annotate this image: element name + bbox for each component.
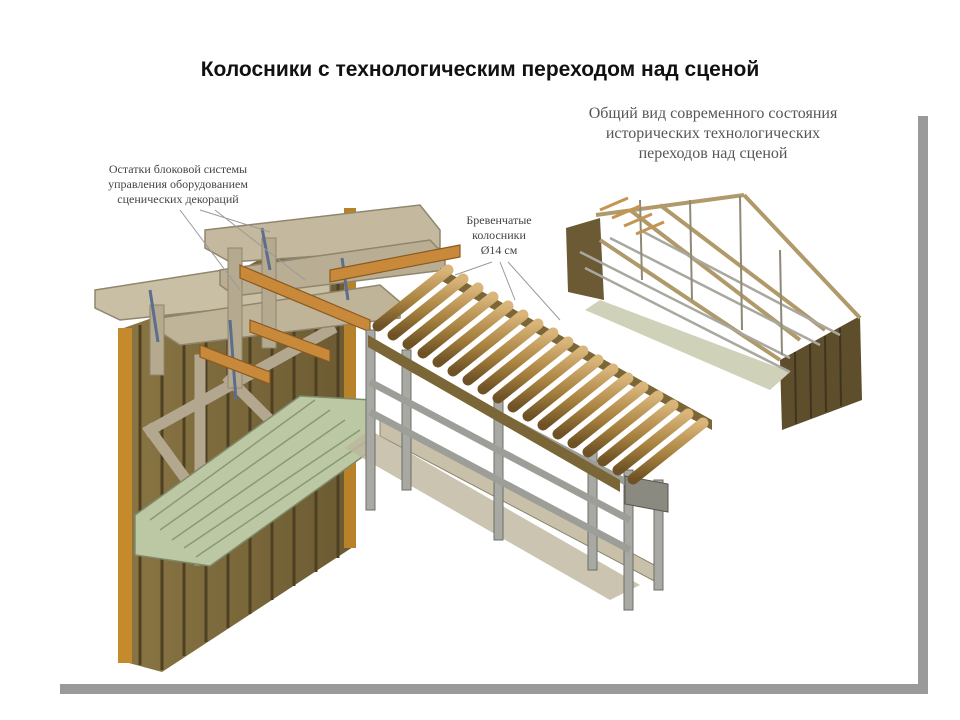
corner-post (118, 328, 132, 663)
modern-state-inset (566, 193, 862, 430)
leader-lines (179, 209, 561, 321)
cross-beams (199, 244, 461, 385)
frame-shadow-right (918, 116, 928, 694)
roof-sheet (134, 395, 373, 567)
slide-title: Колосники с технологическим переходом на… (200, 58, 760, 81)
caption-modern-view: Общий вид современного состояния историч… (588, 105, 838, 162)
walkway-frame (345, 329, 669, 611)
frame-shadow-bottom (60, 684, 928, 694)
log-grid (368, 264, 712, 492)
log-rungs (372, 264, 709, 485)
caption-log-grid: Бревенчатые колосники Ø14 см (466, 213, 532, 257)
caption-block-system: Остатки блоковой системы управления обор… (108, 162, 248, 206)
